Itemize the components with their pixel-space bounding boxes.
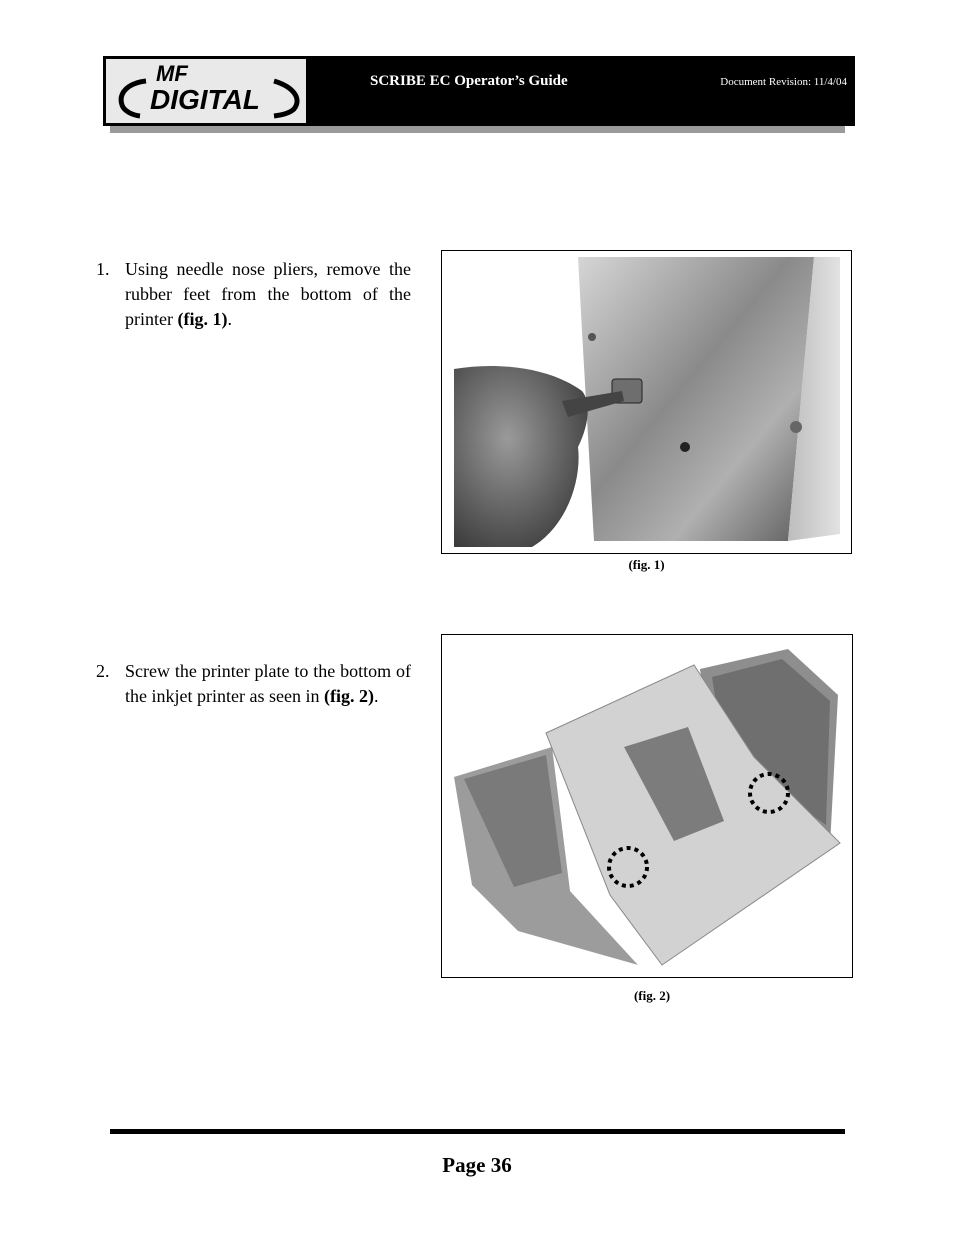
step-number: 2. bbox=[96, 661, 110, 681]
page-header: MF DIGITAL SCRIBE EC Operator’s Guide Do… bbox=[103, 56, 855, 126]
svg-text:MF: MF bbox=[156, 61, 188, 86]
figure-reference: (fig. 1) bbox=[177, 309, 228, 329]
mf-digital-logo: MF DIGITAL bbox=[106, 59, 306, 123]
svg-text:DIGITAL: DIGITAL bbox=[150, 84, 260, 115]
step-text: Using needle nose pliers, remove the rub… bbox=[125, 259, 411, 329]
pliers-removing-foot-photo bbox=[442, 251, 851, 553]
step-2: 2. Screw the printer plate to the bottom… bbox=[96, 661, 411, 706]
figure-2-frame bbox=[441, 634, 853, 978]
figure-2-caption: (fig. 2) bbox=[633, 988, 671, 1003]
step-1: 1. Using needle nose pliers, remove the … bbox=[96, 259, 411, 329]
printer-plate-photo bbox=[442, 635, 852, 977]
figure-1-caption: (fig. 1) bbox=[628, 557, 665, 572]
step-number: 1. bbox=[96, 259, 110, 279]
figure-1-frame bbox=[441, 250, 852, 554]
document-title: SCRIBE EC Operator’s Guide bbox=[370, 73, 568, 89]
logo-icon: MF DIGITAL bbox=[118, 61, 300, 119]
step-text: Screw the printer plate to the bottom of… bbox=[125, 661, 411, 706]
page-number: Page 36 bbox=[442, 1153, 512, 1177]
document-revision: Document Revision: 11/4/04 bbox=[720, 76, 847, 88]
footer-rule bbox=[110, 1129, 845, 1134]
figure-reference: (fig. 2) bbox=[323, 686, 374, 706]
